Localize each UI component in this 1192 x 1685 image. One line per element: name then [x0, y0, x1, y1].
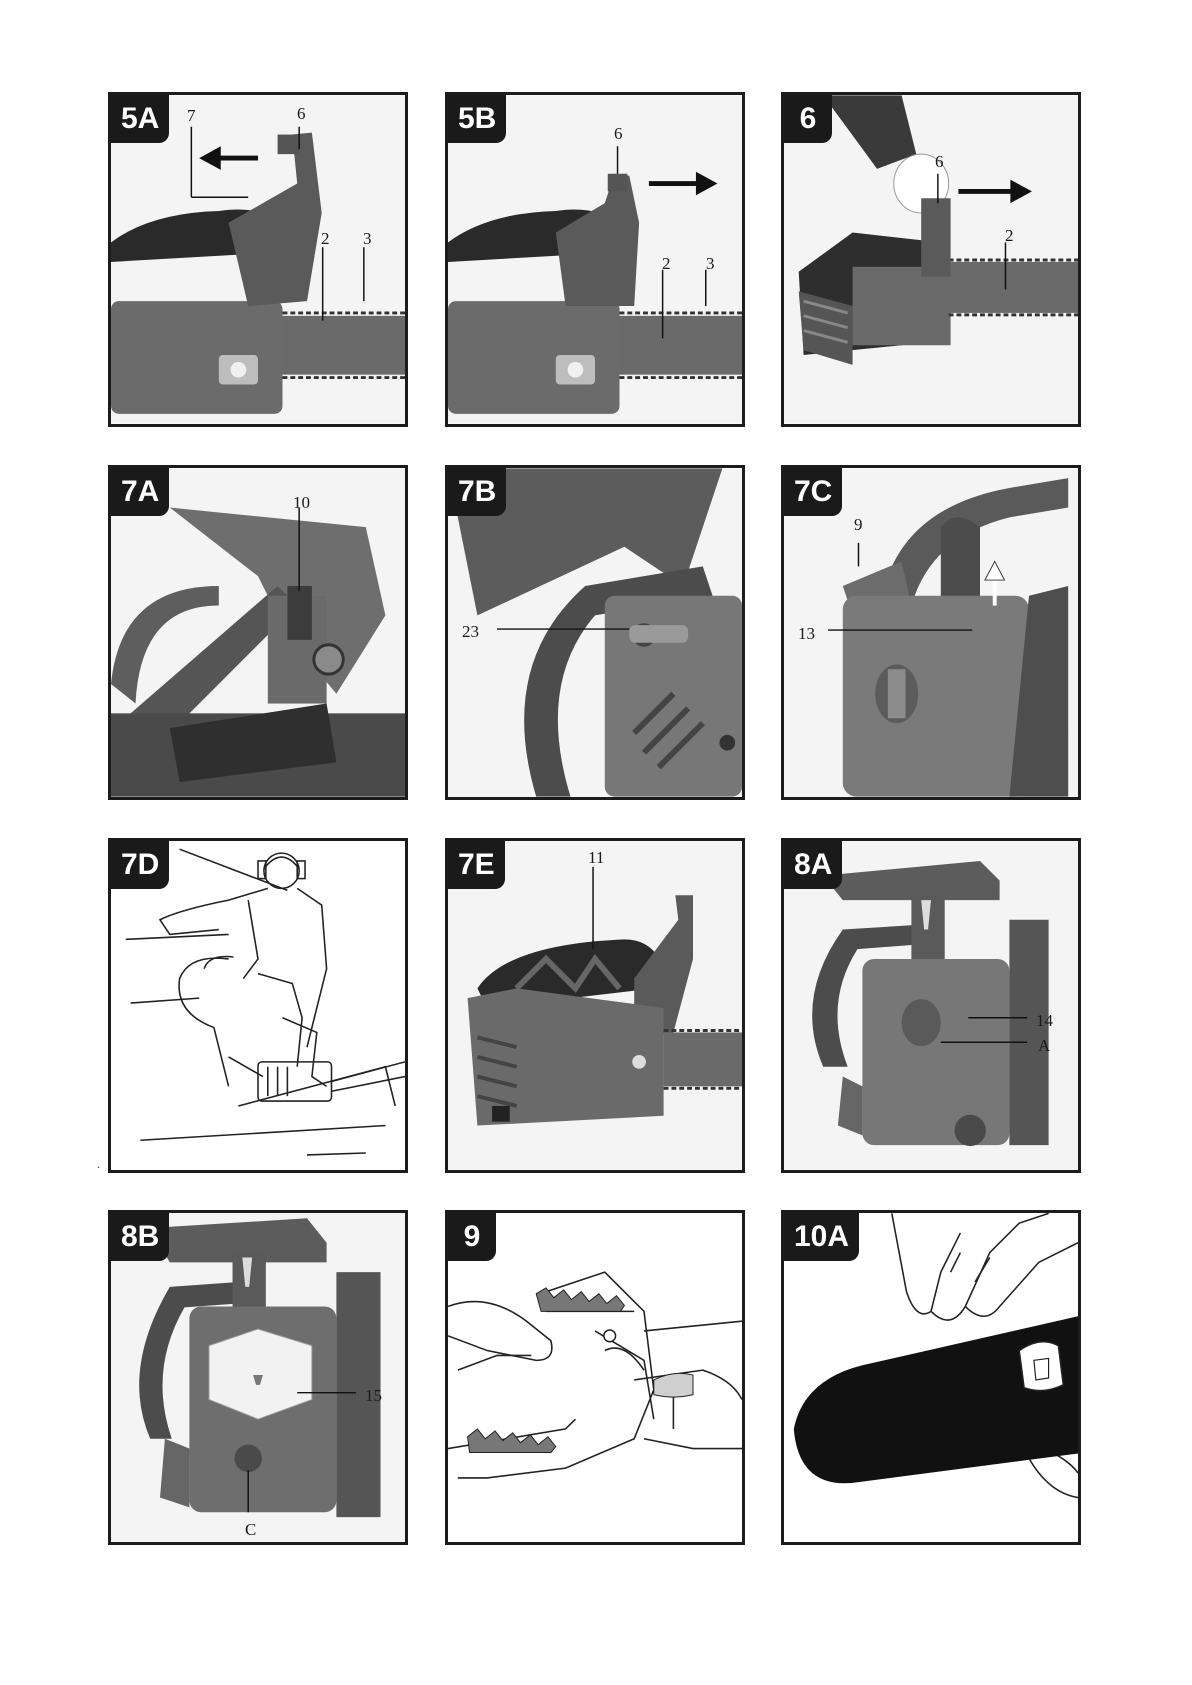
callout-label: 3 [363, 230, 372, 247]
guide-bar-cleaning-drawing [784, 1213, 1078, 1542]
callout-label: 6 [614, 125, 623, 142]
figure-panel-5b: 5B 6 2 3 [445, 92, 745, 427]
chainsaw-front-handle-photo [448, 841, 742, 1170]
figure-panel-10a: 10A [781, 1210, 1081, 1545]
chainsaw-air-filter-photo [111, 1213, 405, 1542]
panel-label: 5B [448, 95, 506, 143]
figure-panel-8b: 8B 15 C [108, 1210, 408, 1545]
chainsaw-brake-photo [111, 95, 405, 424]
callout-label: 9 [854, 516, 863, 533]
chainsaw-choke-photo [448, 468, 742, 797]
chainsaw-fuel-cap-photo [784, 841, 1078, 1170]
panel-label: 7A [111, 468, 169, 516]
figure-panel-7d: 7D [108, 838, 408, 1173]
callout-label: 6 [935, 153, 944, 170]
figure-panel-8a: 8A 14 A [781, 838, 1081, 1173]
stray-mark: . [97, 1157, 100, 1172]
panel-label: 8B [111, 1213, 169, 1261]
callout-label: C [245, 1521, 256, 1538]
chainsaw-switch-photo [111, 468, 405, 797]
callout-label: 3 [706, 255, 715, 272]
callout-label: 2 [321, 230, 330, 247]
panel-label: 7E [448, 841, 505, 889]
panel-label: 5A [111, 95, 169, 143]
figure-panel-7e: 7E 11 [445, 838, 745, 1173]
callout-label: 2 [662, 255, 671, 272]
figure-panel-6: 6 6 2 [781, 92, 1081, 427]
figure-panel-5a: 5A 7 6 2 3 [108, 92, 408, 427]
figure-panel-7c: 7C 9 13 [781, 465, 1081, 800]
chainsaw-primer-photo [784, 468, 1078, 797]
callout-label: 10 [293, 494, 310, 511]
chainsaw-brake-hand-photo [784, 95, 1078, 424]
figure-panel-7a: 7A 10 [108, 465, 408, 800]
panel-label: 7C [784, 468, 842, 516]
panel-label: 10A [784, 1213, 859, 1261]
callout-label: 13 [798, 625, 815, 642]
figure-panel-9: 9 [445, 1210, 745, 1545]
panel-label: 6 [784, 95, 832, 143]
panel-label: 7B [448, 468, 506, 516]
callout-label: 23 [462, 623, 479, 640]
callout-label: 11 [588, 849, 604, 866]
chainsaw-brake-photo [448, 95, 742, 424]
operator-starting-saw-drawing [111, 841, 405, 1170]
panel-label: 8A [784, 841, 842, 889]
panel-label: 9 [448, 1213, 496, 1261]
callout-label: 6 [297, 105, 306, 122]
figure-panel-7b: 7B 23 [445, 465, 745, 800]
callout-label: 15 [365, 1387, 382, 1404]
callout-label: 2 [1005, 227, 1014, 244]
callout-label: 7 [187, 107, 196, 124]
callout-label: 14 [1036, 1012, 1053, 1029]
callout-label: A [1038, 1037, 1050, 1054]
chain-tensioning-drawing [448, 1213, 742, 1542]
panel-label: 7D [111, 841, 169, 889]
